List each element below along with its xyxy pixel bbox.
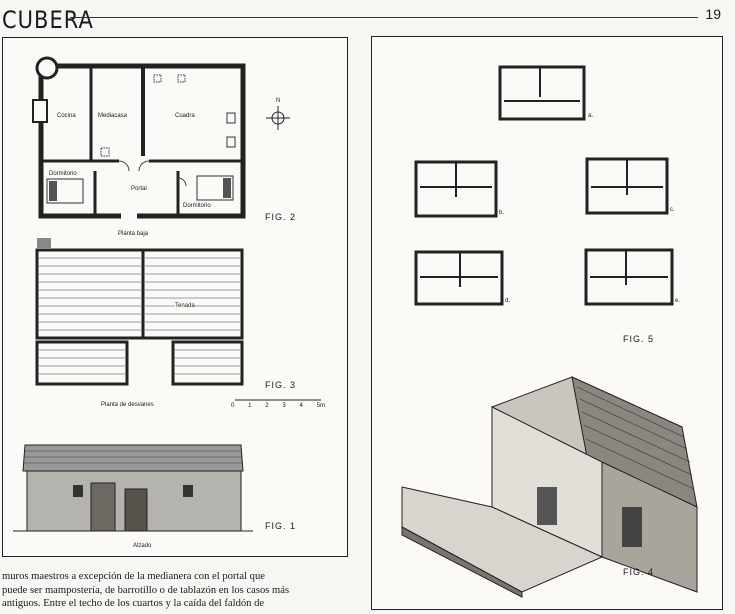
scale-tick-2: 2 (265, 403, 269, 409)
left-figure-panel: Cocina Mediacasa Cuadra Portal Dormitori… (2, 37, 348, 557)
room-label-mediacasa: Mediacasa (98, 113, 128, 119)
fig5-variant-d: d. (505, 298, 511, 304)
fig2-floor-plan (32, 56, 290, 219)
room-label-dormitorio-left: Dormitorio (49, 171, 77, 177)
room-label-portal: Portal (131, 186, 147, 192)
fig1-elevation (13, 444, 253, 532)
fig5-variant-a: a. (588, 113, 594, 119)
body-text-line-3: antiguos. Entre el techo de los cuartos … (2, 598, 265, 609)
right-figure-panel: a. b. c. d. e. FIG. 5 FIG. 4 (371, 36, 723, 610)
fig5-plan-variants (414, 65, 674, 306)
fig4-label: FIG. 4 (623, 567, 655, 577)
fig2-label: FIG. 2 (265, 212, 297, 222)
scale-tick-4: 4 (299, 403, 303, 409)
fig2-caption: Planta baja (118, 231, 149, 237)
running-header-title: CUBERA (2, 6, 94, 34)
room-label-cocina: Cocina (57, 113, 76, 119)
fig3-loft-plan (35, 238, 321, 401)
body-text-line-1: muros maestros a excepción de la mediane… (2, 571, 265, 582)
scale-tick-3: 3 (282, 403, 286, 409)
header-rule (70, 17, 698, 18)
scale-tick-1: 1 (248, 403, 252, 409)
body-text-line-2: puede ser mampostería, de barrotillo o d… (2, 584, 290, 596)
fig3-label: FIG. 3 (265, 380, 297, 390)
fig3-caption: Planta de desvanes (101, 402, 154, 408)
fig4-isometric-view (401, 376, 698, 598)
room-label-cuadra: Cuadra (175, 113, 195, 119)
fig5-variant-e: e. (675, 298, 681, 304)
fig5-variant-b: b. (499, 210, 505, 216)
compass-north-label: N (276, 98, 281, 104)
scale-tick-0: 0 (231, 403, 235, 409)
fig1-caption: Alzado (133, 543, 152, 549)
fig5-label: FIG. 5 (623, 334, 655, 344)
body-text: muros maestros a excepción de la mediane… (2, 570, 346, 611)
room-label-tenada: Tenada (175, 303, 195, 309)
page-number: 19 (705, 6, 721, 22)
fig1-label: FIG. 1 (265, 521, 297, 531)
fig5-variant-c: c. (670, 207, 675, 213)
room-label-dormitorio-right: Dormitorio (183, 203, 211, 209)
scale-bar-ticks: 0 1 2 3 4 5m (231, 403, 325, 409)
scale-tick-5: 5m (316, 403, 325, 409)
